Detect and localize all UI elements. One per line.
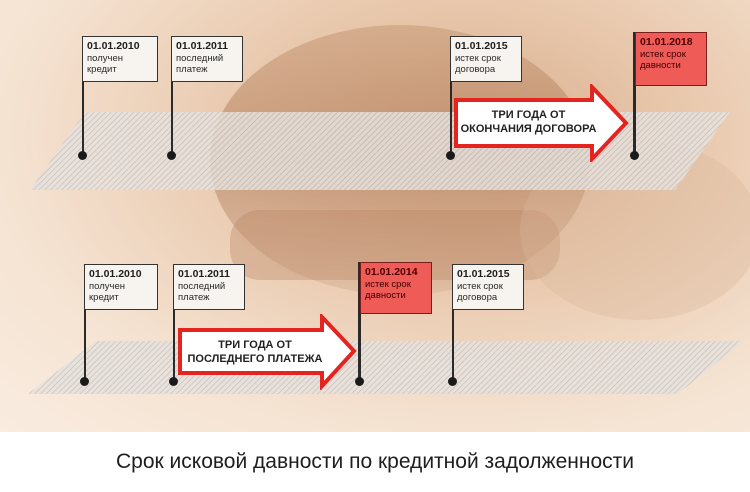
arrow-label-line: ТРИ ГОДА ОТ bbox=[218, 339, 292, 351]
timeline-dot bbox=[355, 377, 364, 386]
marker-pole bbox=[358, 262, 361, 382]
arrow-label: ТРИ ГОДА ОТ ОКОНЧАНИЯ ДОГОВОРА bbox=[456, 108, 601, 136]
marker-pole bbox=[173, 264, 175, 382]
flag-label: истек срок bbox=[457, 281, 503, 292]
flag-label: получен bbox=[89, 281, 125, 292]
marker-pole bbox=[84, 264, 86, 382]
flag-label: последний bbox=[178, 281, 226, 292]
flag-date: 01.01.2011 bbox=[178, 268, 230, 280]
date-flag: 01.01.2010 получен кредит bbox=[82, 36, 158, 82]
date-flag-highlighted: 01.01.2014 истек срок давности bbox=[360, 262, 432, 314]
flag-date: 01.01.2011 bbox=[176, 40, 228, 52]
period-arrow bbox=[178, 314, 357, 390]
timeline-dot bbox=[446, 151, 455, 160]
arrow-label-line: ПОСЛЕДНЕГО ПЛАТЕЖА bbox=[187, 353, 323, 365]
flag-label: истек срок bbox=[640, 49, 686, 60]
flag-label: истек срок bbox=[365, 279, 411, 290]
timeline-dot bbox=[167, 151, 176, 160]
arrow-label-line: ТРИ ГОДА ОТ bbox=[491, 109, 566, 121]
flag-label: последний bbox=[176, 53, 224, 64]
marker-pole bbox=[452, 264, 454, 382]
flag-label: давности bbox=[365, 290, 406, 301]
period-arrow bbox=[454, 84, 629, 162]
marker-pole bbox=[450, 44, 452, 156]
arrow-label: ТРИ ГОДА ОТ ПОСЛЕДНЕГО ПЛАТЕЖА bbox=[180, 338, 330, 366]
timeline-dot bbox=[448, 377, 457, 386]
date-flag: 01.01.2010 получен кредит bbox=[84, 264, 158, 310]
timeline-dot bbox=[169, 377, 178, 386]
flag-label: платеж bbox=[178, 292, 210, 303]
marker-pole bbox=[82, 44, 84, 156]
flag-label: получен bbox=[87, 53, 123, 64]
flag-date: 01.01.2010 bbox=[87, 40, 140, 52]
timeline-dot bbox=[630, 151, 639, 160]
flag-label: кредит bbox=[89, 292, 119, 303]
date-flag: 01.01.2015 истек срок договора bbox=[452, 264, 524, 310]
flag-date: 01.01.2015 bbox=[457, 268, 510, 280]
marker-pole bbox=[171, 44, 173, 156]
flag-date: 01.01.2018 bbox=[640, 36, 693, 48]
timeline-dot bbox=[78, 151, 87, 160]
arrow-label-line: ОКОНЧАНИЯ ДОГОВОРА bbox=[460, 123, 597, 135]
flag-label: давности bbox=[640, 60, 681, 71]
flag-label: истек срок bbox=[455, 53, 501, 64]
date-flag: 01.01.2011 последний платеж bbox=[171, 36, 243, 82]
caption: Срок исковой давности по кредитной задол… bbox=[0, 432, 750, 492]
date-flag: 01.01.2011 последний платеж bbox=[173, 264, 245, 310]
timeline-band-bottom bbox=[28, 341, 743, 394]
flag-label: договора bbox=[455, 64, 496, 75]
flag-date: 01.01.2015 bbox=[455, 40, 508, 52]
date-flag: 01.01.2015 истек срок договора bbox=[450, 36, 522, 82]
flag-label: кредит bbox=[87, 64, 117, 75]
flag-label: договора bbox=[457, 292, 498, 303]
flag-date: 01.01.2014 bbox=[365, 266, 418, 278]
flag-date: 01.01.2010 bbox=[89, 268, 142, 280]
marker-pole bbox=[633, 32, 636, 156]
flag-label: платеж bbox=[176, 64, 208, 75]
date-flag-highlighted: 01.01.2018 истек срок давности bbox=[635, 32, 707, 86]
timeline-dot bbox=[80, 377, 89, 386]
